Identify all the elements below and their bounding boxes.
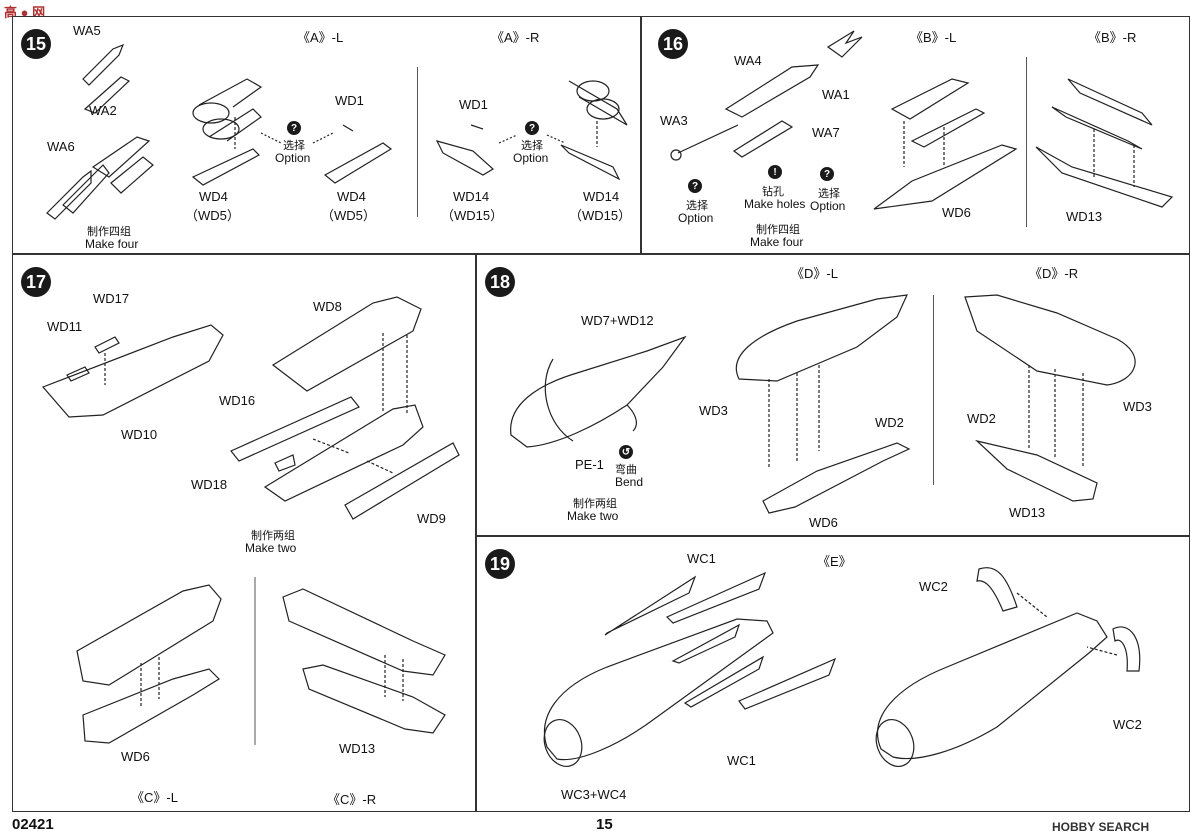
option-label-en: Option bbox=[678, 211, 714, 225]
step-16-title-left: 《B》-L bbox=[910, 30, 957, 45]
label-wd18: WD18 bbox=[191, 477, 228, 492]
label-wa7: WA7 bbox=[812, 125, 840, 140]
step-16-drawing bbox=[670, 30, 1174, 210]
label-wd6-d: WD6 bbox=[809, 515, 838, 530]
label-wa2: WA2 bbox=[89, 103, 117, 118]
step-18-title-right: 《D》-R bbox=[1029, 266, 1079, 281]
step-17-title-left: 《C》-L bbox=[131, 790, 178, 805]
option-label-en: Option bbox=[810, 199, 846, 213]
step-17-make-two-cn: 制作两组 bbox=[251, 530, 295, 542]
label-wa4: WA4 bbox=[734, 53, 762, 68]
label-wa1: WA1 bbox=[822, 87, 850, 102]
step-18-panel: 18 《D》-L 《D》-R WD7+WD12 PE-1 ↺ 弯曲 Bend bbox=[476, 254, 1190, 536]
label-wd8: WD8 bbox=[313, 299, 342, 314]
label-wd5-right: （WD5） bbox=[321, 208, 376, 223]
option-label-en: Option bbox=[513, 151, 549, 165]
step-18-title-left: 《D》-L bbox=[791, 266, 838, 281]
label-wd10: WD10 bbox=[121, 427, 158, 442]
bend-label-en: Bend bbox=[615, 475, 644, 489]
hobby-search-watermark: HOBBY SEARCH bbox=[1052, 820, 1150, 834]
step-17-panel: 17 bbox=[12, 254, 476, 812]
option-label-cn: 选择 bbox=[283, 140, 305, 152]
label-wd15-right: （WD15） bbox=[569, 208, 632, 223]
label-wd6-c: WD6 bbox=[121, 749, 150, 764]
option-icon: ? bbox=[820, 167, 834, 181]
option-label-en: Option bbox=[275, 151, 311, 165]
step-16-title-right: 《B》-R bbox=[1088, 30, 1137, 45]
step-18-number: 18 bbox=[485, 267, 515, 297]
label-wd4-left: WD4 bbox=[199, 189, 228, 204]
option-icon: ? bbox=[688, 179, 702, 193]
step-15-make-four-en: Make four bbox=[85, 237, 139, 251]
option-label-cn: 选择 bbox=[818, 188, 840, 200]
label-wd14-left: WD14 bbox=[453, 189, 490, 204]
label-wd5-left: （WD5） bbox=[185, 208, 240, 223]
step-15-drawing bbox=[46, 43, 628, 220]
option-icon: ? bbox=[287, 121, 301, 135]
divider bbox=[1026, 57, 1027, 227]
step-19-panel: 19 《E》 WC1 WC1 WC3+WC4 WC2 WC2 bbox=[476, 536, 1190, 812]
bend-label-cn: 弯曲 bbox=[615, 464, 637, 476]
label-wd13-c: WD13 bbox=[339, 741, 376, 756]
option-label-cn: 选择 bbox=[686, 200, 708, 212]
divider bbox=[933, 295, 934, 485]
label-wa3: WA3 bbox=[660, 113, 688, 128]
label-wd1-left: WD1 bbox=[335, 93, 364, 108]
label-wd1-right: WD1 bbox=[459, 97, 488, 112]
label-wd13: WD13 bbox=[1066, 209, 1103, 224]
step-17-drawing bbox=[41, 296, 460, 745]
label-wc3-wc4: WC3+WC4 bbox=[561, 787, 627, 802]
label-wd13-d: WD13 bbox=[1009, 505, 1046, 520]
make-holes-cn: 钻孔 bbox=[762, 186, 784, 198]
step-17-make-two-en: Make two bbox=[245, 541, 297, 555]
label-pe1: PE-1 bbox=[575, 457, 604, 472]
step-16-number: 16 bbox=[658, 29, 688, 59]
option-label-cn: 选择 bbox=[521, 140, 543, 152]
label-wd2-right: WD2 bbox=[967, 411, 996, 426]
label-wc1-bottom: WC1 bbox=[727, 753, 756, 768]
label-wd11: WD11 bbox=[47, 319, 83, 334]
label-wd7-wd12: WD7+WD12 bbox=[581, 313, 654, 328]
label-wd6: WD6 bbox=[942, 205, 971, 220]
label-wc2-top: WC2 bbox=[919, 579, 948, 594]
step-19-number: 19 bbox=[485, 549, 515, 579]
label-wd3-left: WD3 bbox=[699, 403, 728, 418]
label-wd2-left: WD2 bbox=[875, 415, 904, 430]
step-15-title-right: 《A》-R bbox=[491, 30, 540, 45]
label-wd4-right: WD4 bbox=[337, 189, 366, 204]
label-wd15-left: （WD15） bbox=[441, 208, 504, 223]
label-wa5: WA5 bbox=[73, 23, 101, 38]
step-17-title-right: 《C》-R bbox=[327, 792, 377, 807]
label-wc1-top: WC1 bbox=[687, 551, 716, 566]
step-18-make-two-cn: 制作两组 bbox=[573, 498, 617, 510]
label-wa6: WA6 bbox=[47, 139, 75, 154]
label-wd16: WD16 bbox=[219, 393, 256, 408]
step-19-drawing bbox=[543, 567, 1141, 767]
step-15-panel: 15 《A》-L 《A》-R bbox=[12, 16, 641, 254]
label-wd17: WD17 bbox=[93, 291, 130, 306]
label-wd3-right: WD3 bbox=[1123, 399, 1152, 414]
label-wc2-bottom: WC2 bbox=[1113, 717, 1142, 732]
step-15-make-four-cn: 制作四组 bbox=[87, 226, 131, 238]
step-18-make-two-en: Make two bbox=[567, 509, 619, 523]
divider bbox=[417, 67, 418, 217]
step-16-make-four-en: Make four bbox=[750, 235, 804, 249]
option-icon: ? bbox=[525, 121, 539, 135]
make-holes-en: Make holes bbox=[744, 197, 806, 211]
bend-icon: ↺ bbox=[619, 445, 633, 459]
step-18-drawing bbox=[510, 294, 1136, 514]
label-wd9: WD9 bbox=[417, 511, 446, 526]
step-17-number: 17 bbox=[21, 267, 51, 297]
step-16-make-four-cn: 制作四组 bbox=[756, 224, 800, 236]
step-16-panel: 16 《B》-L 《B》-R WA4 WA1 WA3 WA7 ? 选择 Opti… bbox=[641, 16, 1190, 254]
step-19-title: 《E》 bbox=[817, 554, 852, 569]
step-15-title-left: 《A》-L bbox=[297, 30, 344, 45]
step-15-number: 15 bbox=[21, 29, 51, 59]
page-number: 15 bbox=[596, 816, 613, 833]
label-wd14-right: WD14 bbox=[583, 189, 620, 204]
product-code: 02421 bbox=[12, 816, 54, 833]
drill-icon: ! bbox=[768, 165, 782, 179]
